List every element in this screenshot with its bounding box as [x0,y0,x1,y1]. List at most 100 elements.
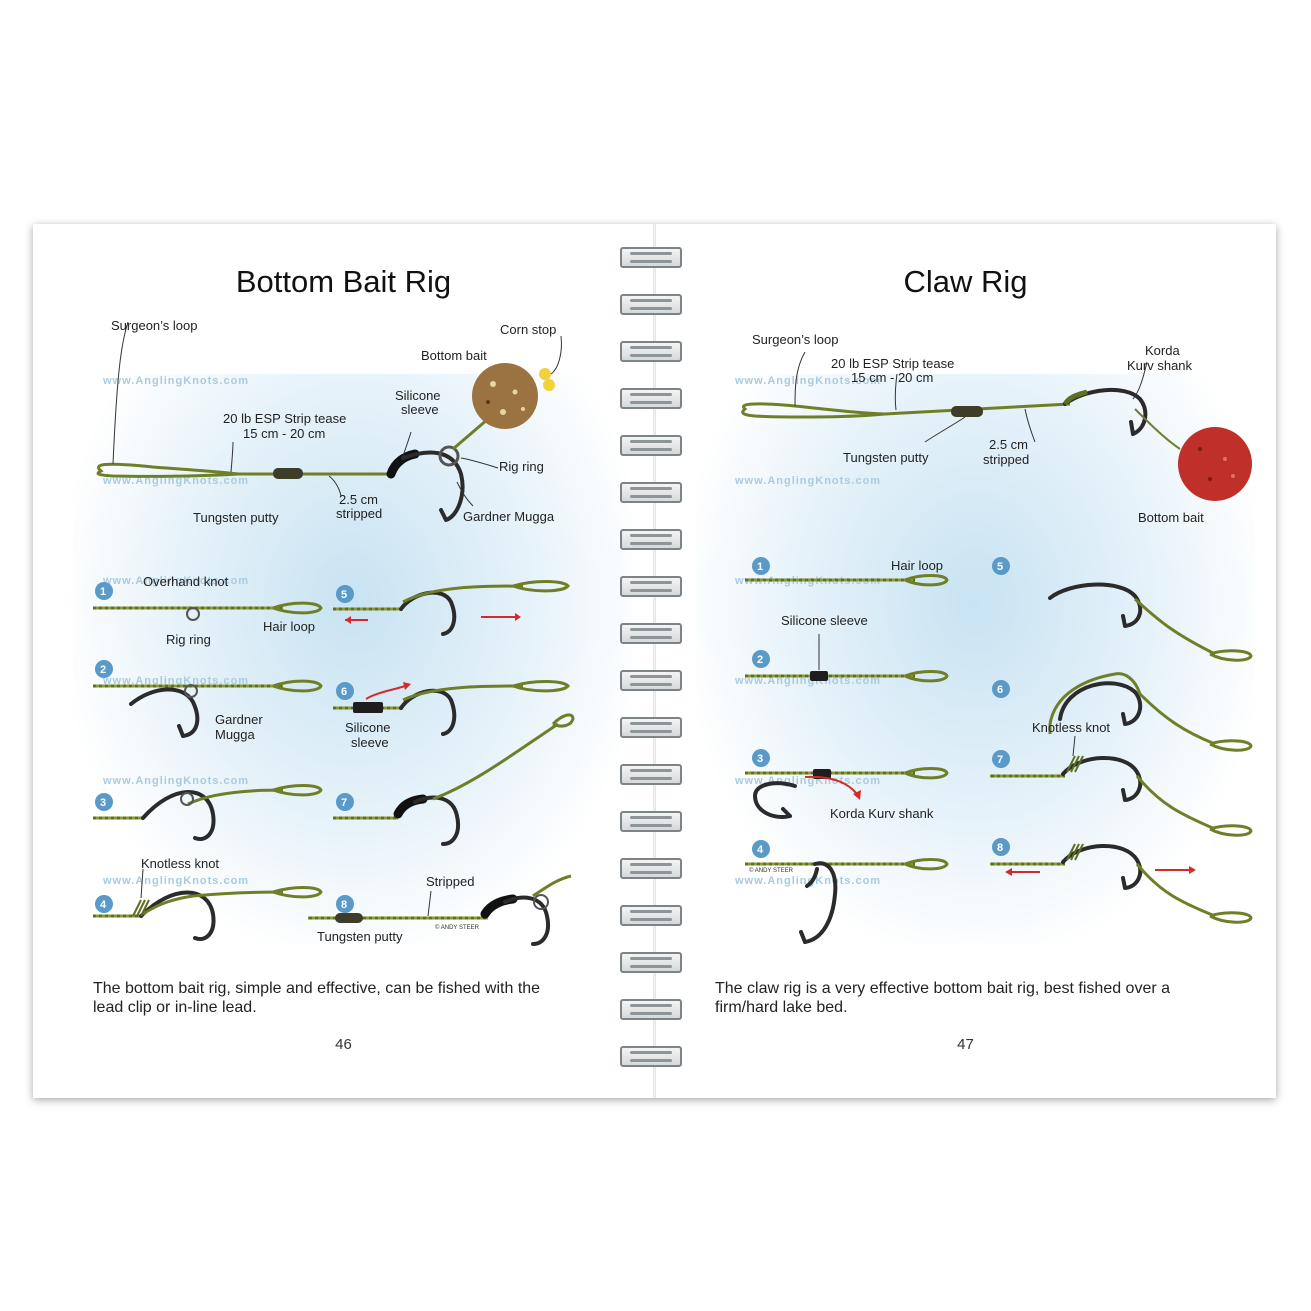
main-rig: Surgeon’s loop 20 lb ESP Strip tease 15 … [96,318,562,525]
right-page: Claw Rig www.AnglingKnots.com www.Anglin… [655,224,1276,1098]
label-silicone: Silicone [395,388,441,403]
step-6: 6 Silicone sleeve [333,680,570,750]
step-number: 2 [757,654,763,666]
label-surgeons-loop: Surgeon’s loop [111,318,198,333]
boilie-speck [1198,447,1202,451]
label-gardner: Gardner [215,712,263,727]
step-5: 5 [333,580,570,636]
corn-stop [539,368,551,380]
boilie-speck [1223,457,1227,461]
spiral-bound-book: Bottom Bait Rig www.AnglingKnots.com www… [33,224,1276,1098]
rig-ring [438,445,460,467]
label-stripped: stripped [336,506,382,521]
move-arrow [804,775,858,795]
knot [1062,389,1088,406]
step-badge [336,682,354,700]
tungsten-putty [335,913,363,923]
hook [1061,844,1143,890]
line [1133,597,1253,662]
line [532,874,572,898]
step-3: 3 Korda Kurv shank [745,749,949,821]
watermark-text: www.AnglingKnots.com [102,375,249,387]
label-hair-loop: Hair loop [891,558,943,573]
leader-line [140,868,144,899]
label-stripped-length: 2.5 cm [989,437,1028,452]
step-badge [95,582,113,600]
label-bottom-bait: Bottom bait [1138,510,1204,525]
boilie-speck [521,407,525,411]
boilie-speck [1208,477,1212,481]
gardner-mugga-hook [401,450,465,522]
spiral-coil [620,294,682,315]
left-page-title: Bottom Bait Rig [235,264,452,299]
spiral-coil [620,905,682,926]
rig-ring [186,607,200,621]
leader-line [924,416,966,443]
step-8: 8 [990,838,1253,924]
step-badge [752,557,770,575]
hair-line [452,417,489,451]
step-5: 5 [992,557,1253,662]
illustrator-credit: © ANDY STEER [435,924,480,931]
label-stripped: Stripped [426,874,474,889]
line [142,886,323,916]
step-number: 7 [341,797,347,809]
boilie-speck [486,400,490,404]
spiral-coil [620,623,682,644]
label-korda: Korda [1145,343,1180,358]
step-number: 6 [997,684,1003,696]
label-sleeve: sleeve [351,735,389,750]
label-silicone: Silicone [345,720,391,735]
rig-ring [533,894,549,910]
right-page-caption: The claw rig is a very effective bottom … [715,980,1171,1016]
spiral-coil [620,341,682,362]
illustrator-credit: © ANDY STEER [749,867,794,874]
hair-line [1134,408,1181,450]
label-bottom-bait: Bottom bait [421,348,487,363]
surgeons-loop [741,402,886,419]
arrowhead [515,613,521,621]
label-line-spec: 20 lb ESP Strip tease [831,356,954,371]
step-badge [95,793,113,811]
watermark-text: www.AnglingKnots.com [102,775,249,787]
blue-background-glow [695,374,1255,944]
leader-line [112,321,129,465]
line [1135,775,1253,837]
leader-line [894,373,898,411]
step-3: 3 [93,784,323,841]
step-6: 6 [992,672,1253,752]
label-tungsten-putty: Tungsten putty [843,450,929,465]
boilie-speck [500,409,506,415]
label-hair-loop: Hair loop [263,619,315,634]
label-knotless-knot: Knotless knot [1032,720,1110,735]
step-7: 7 Knotless knot [990,720,1253,837]
hook [1048,582,1143,628]
spiral-coil [620,811,682,832]
arrowhead [403,682,411,690]
line [1135,863,1253,924]
boilie-speck [512,389,518,395]
knotless-knot [1066,843,1084,861]
watermark-text: www.AnglingKnots.com [734,875,881,887]
spiral-coil [620,670,682,691]
claw-rig-illustration: www.AnglingKnots.com www.AnglingKnots.co… [734,332,1253,944]
step-7: 7 [333,713,575,846]
step-2: 2 Gardner Mugga [93,660,323,742]
hook [752,781,797,819]
line [432,713,575,801]
watermark-text: www.AnglingKnots.com [102,875,249,887]
spiral-coil [620,764,682,785]
left-page: Bottom Bait Rig www.AnglingKnots.com www… [33,224,654,1098]
step-badge [992,680,1010,698]
label-rig-ring: Rig ring [166,632,211,647]
bottom-bait-boilie [472,363,538,429]
rig-ring [180,792,194,806]
line [402,580,570,604]
hook [413,795,460,846]
hook [141,790,216,841]
spiral-coil [620,576,682,597]
step-number: 7 [997,754,1003,766]
label-silicone-sleeve: Silicone sleeve [781,613,868,628]
step-badge [95,660,113,678]
main-claw-rig: Surgeon’s loop 20 lb ESP Strip tease 15 … [741,332,1252,525]
